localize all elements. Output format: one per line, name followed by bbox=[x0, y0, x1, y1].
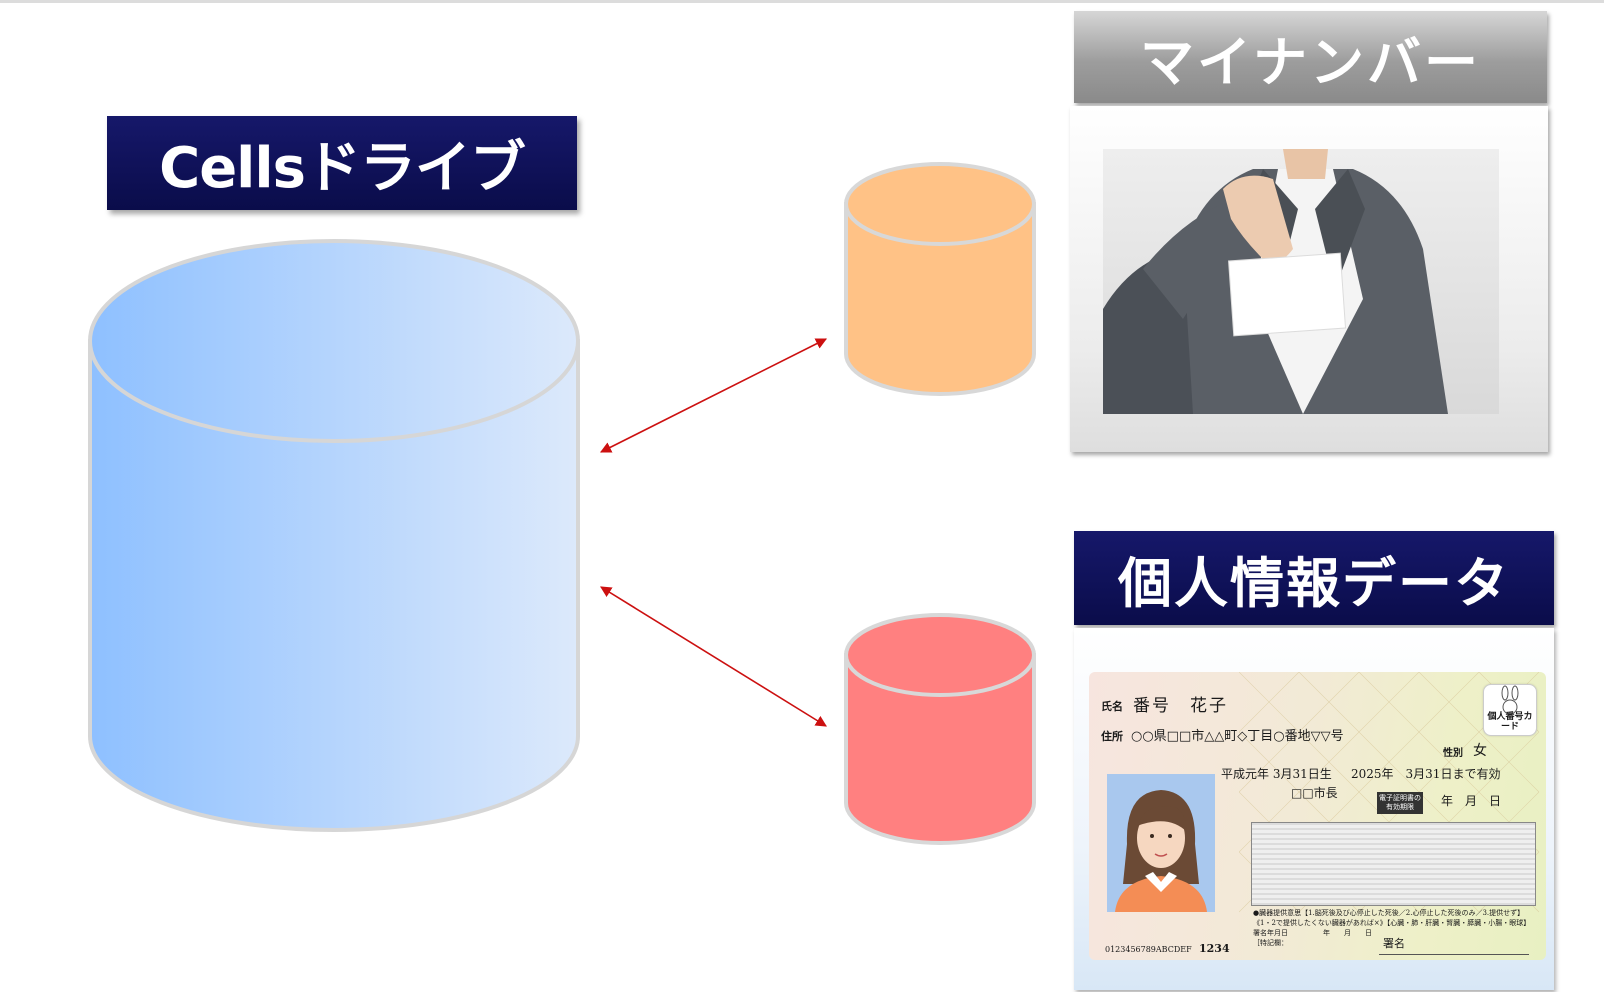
card-sex: 女 bbox=[1473, 743, 1487, 759]
card-badge-text: 個人番号カード bbox=[1487, 712, 1533, 732]
my-number-cylinder bbox=[844, 162, 1036, 396]
rabbit-mascot-icon bbox=[1501, 685, 1519, 715]
my-number-title-text: マイナンバー bbox=[1140, 30, 1481, 94]
card-address-label: 住所 bbox=[1101, 730, 1123, 743]
cells-drive-cylinder bbox=[88, 239, 580, 832]
card-cert-tag-text: 電子証明書の有効期限 bbox=[1379, 794, 1421, 811]
photo-illustration bbox=[1103, 149, 1448, 414]
card-name-label: 氏名 bbox=[1101, 700, 1123, 713]
card-donor-line-4: ［特記欄： bbox=[1253, 939, 1288, 947]
personal-data-title: 個人情報データ bbox=[1074, 531, 1554, 625]
card-sex-label: 性別 bbox=[1443, 748, 1463, 759]
my-number-title: マイナンバー bbox=[1074, 11, 1547, 103]
card-valid-until: 2025年 3月31日まで有効 bbox=[1351, 767, 1501, 781]
card-donor-line-2: 《1・2で提供したくない臓器があれば×》【心臓・肺・肝臓・腎臓・膵臓・小腸・眼球… bbox=[1253, 919, 1531, 927]
woman-portrait-illustration bbox=[1115, 790, 1207, 912]
card-pin: 1234 bbox=[1199, 942, 1230, 955]
cells-drive-title-text: Cellsドライブ bbox=[159, 135, 526, 201]
card-donor-line-1: ●臓器提供意思【1.脳死後及び心停止した死後／2.心停止した死後のみ／3.提供せ… bbox=[1253, 909, 1525, 917]
card-address: ○○県□□市△△町◇丁目○番地▽▽号 bbox=[1131, 729, 1344, 744]
personal-data-cylinder bbox=[844, 613, 1036, 845]
card-portrait bbox=[1107, 774, 1215, 912]
arrow-top bbox=[599, 338, 828, 453]
card-badge bbox=[1483, 684, 1537, 736]
card-memo-box bbox=[1251, 822, 1536, 906]
card-donor-line-3: 署名年月日 年 月 日 bbox=[1253, 929, 1372, 937]
card-signature: 署名 bbox=[1383, 937, 1405, 950]
card-number-code: 0123456789ABCDEF bbox=[1105, 945, 1192, 954]
card-birth-date: 平成元年 3月31日生 bbox=[1221, 767, 1332, 781]
top-border bbox=[0, 0, 1604, 3]
cells-drive-title: Cellsドライブ bbox=[107, 116, 577, 210]
personal-data-title-text: 個人情報データ bbox=[1118, 551, 1510, 615]
my-number-card-image: 氏名 番号 花子 住所 ○○県□□市△△町◇丁目○番地▽▽号 個人番号カード 性… bbox=[1089, 672, 1546, 960]
businesswoman-holding-card-photo bbox=[1103, 149, 1499, 414]
card-issuer: □□市長 bbox=[1291, 786, 1338, 800]
card-name: 番号 花子 bbox=[1133, 696, 1228, 716]
card-cert-tag bbox=[1377, 792, 1423, 814]
card-cert-date-fields: 年 月 日 bbox=[1441, 794, 1502, 808]
arrow-bottom bbox=[600, 586, 827, 727]
card-signature-line bbox=[1379, 954, 1529, 955]
